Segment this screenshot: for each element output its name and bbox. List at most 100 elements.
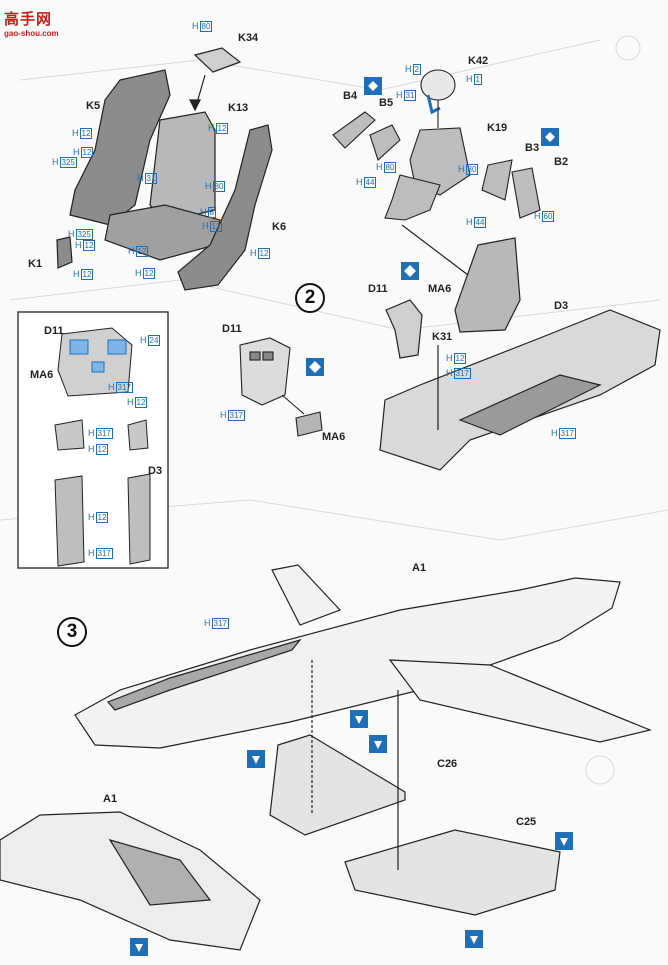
symbol-glyphs [135, 81, 568, 952]
cockpit-opening [106, 638, 302, 711]
color-code-value: 31 [403, 90, 417, 101]
seat-cushion-k34 [193, 47, 242, 73]
color-code-value: 12 [80, 147, 94, 158]
part-label-b2: B2 [554, 156, 569, 168]
pilot-figure-group [332, 69, 541, 221]
ejection-seat-left-assembly [56, 47, 273, 291]
lower-fuselage-a1 [0, 811, 261, 951]
color-code-value: 12 [134, 397, 148, 408]
part-label-a1-main: A1 [412, 562, 427, 574]
pilot-helmet-k42 [420, 69, 456, 101]
color-code-value: 12 [95, 512, 109, 523]
cockpit-tub-assembly [379, 224, 661, 471]
site-logo: 高手网 gao-shou.com [4, 8, 59, 38]
fuselage-a1 [74, 577, 621, 749]
color-code-value: 317 [211, 618, 229, 629]
part-label-k1: K1 [28, 258, 43, 270]
color-code-value: 317 [558, 428, 576, 439]
part-label-d11-inset: D11 [44, 325, 64, 337]
color-code-value: 12 [80, 269, 94, 280]
detail-inset-box [17, 311, 169, 569]
color-code-value: 80 [465, 164, 479, 175]
color-code-value: 12 [142, 268, 156, 279]
fuselage-a1-assembly [74, 564, 652, 916]
color-code-value: 31 [144, 173, 158, 184]
color-code-value: 12 [209, 221, 223, 232]
part-label-d11-a: D11 [368, 283, 388, 295]
color-code-value: 80 [212, 181, 226, 192]
front-panel-d11-assembly [239, 337, 323, 437]
pilot-arm-b3 [481, 159, 513, 201]
color-code-value: 325 [59, 157, 77, 168]
part-label-k13: K13 [228, 102, 249, 114]
part-label-b3: B3 [525, 142, 540, 154]
part-label-a1-low: A1 [103, 793, 118, 805]
rear-seat-assembly [454, 237, 521, 333]
instrument-panel-d11-a [385, 299, 423, 359]
part-label-k31: K31 [432, 331, 453, 343]
step-number-2: 2 [295, 283, 325, 313]
color-code-value: 44 [363, 177, 377, 188]
pilot-arm-b5 [369, 124, 401, 161]
color-code-value: 60 [541, 211, 555, 222]
color-code-value: 12 [215, 123, 229, 134]
color-code-value: 12 [135, 246, 149, 257]
part-label-d3-inset: D3 [148, 465, 163, 477]
cockpit-tub-d3 [379, 309, 661, 471]
color-code-value: 317 [95, 428, 113, 439]
pilot-torso-k19 [409, 127, 471, 196]
part-label-ma6-a: MA6 [428, 283, 452, 295]
color-code-value: 12 [95, 444, 109, 455]
handle-k1 [56, 236, 73, 269]
site-logo-url: gao-shou.com [4, 29, 59, 38]
part-label-c25: C25 [516, 816, 537, 828]
part-label-k5: K5 [86, 100, 101, 112]
decal-ma6 [295, 411, 323, 437]
color-code-value: 80 [383, 162, 397, 173]
color-code-value: 2 [412, 64, 421, 75]
color-code-value: 317 [227, 410, 245, 421]
color-code-value: 317 [115, 382, 133, 393]
color-code-value: 12 [79, 128, 93, 139]
part-label-k19: K19 [487, 122, 508, 134]
pilot-arm-b2 [511, 167, 541, 219]
intake-panel-c26 [269, 734, 406, 836]
site-logo-text: 高手网 [4, 11, 53, 28]
pilot-arm-b4 [332, 111, 376, 149]
part-label-ma6-inset: MA6 [30, 369, 54, 381]
part-label-c26: C26 [437, 758, 458, 770]
color-code-value: 24 [147, 335, 161, 346]
color-code-value: 12 [82, 240, 96, 251]
part-label-d11-b: D11 [222, 323, 242, 335]
tail-fin [271, 564, 342, 626]
color-code-value: 317 [95, 548, 113, 559]
wing-panel-c25 [344, 829, 561, 916]
part-label-b5: B5 [379, 97, 394, 109]
